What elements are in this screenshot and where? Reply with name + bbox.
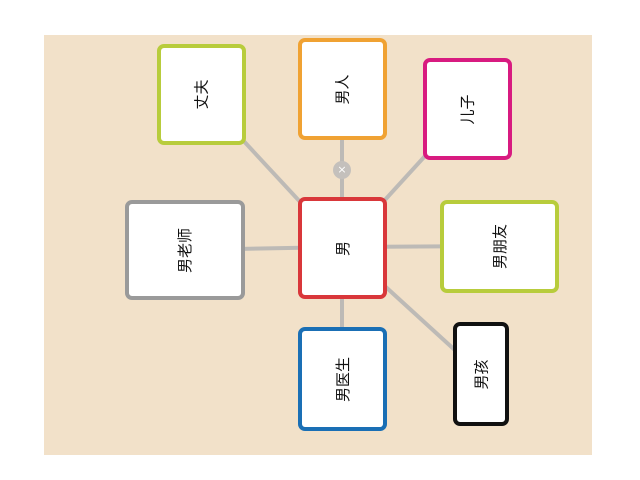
node-boy[interactable]: 男孩 bbox=[453, 322, 509, 426]
node-label: 男孩 bbox=[472, 358, 491, 390]
node-son[interactable]: 儿子 bbox=[423, 58, 512, 160]
node-label: 男老师 bbox=[176, 227, 195, 273]
node-center[interactable]: 男 bbox=[298, 197, 387, 299]
node-label: 丈夫 bbox=[192, 79, 211, 110]
node-label: 男 bbox=[333, 240, 352, 256]
close-icon[interactable]: × bbox=[333, 161, 351, 179]
node-label: 男朋友 bbox=[490, 223, 509, 270]
node-male-doctor[interactable]: 男医生 bbox=[298, 327, 387, 431]
node-label: 儿子 bbox=[458, 93, 477, 125]
node-label: 男医生 bbox=[333, 356, 352, 402]
node-label: 男人 bbox=[333, 73, 352, 105]
node-husband[interactable]: 丈夫 bbox=[157, 44, 246, 145]
node-man[interactable]: 男人 bbox=[298, 38, 387, 140]
node-male-teacher[interactable]: 男老师 bbox=[125, 200, 245, 300]
node-boyfriend[interactable]: 男朋友 bbox=[440, 200, 559, 293]
